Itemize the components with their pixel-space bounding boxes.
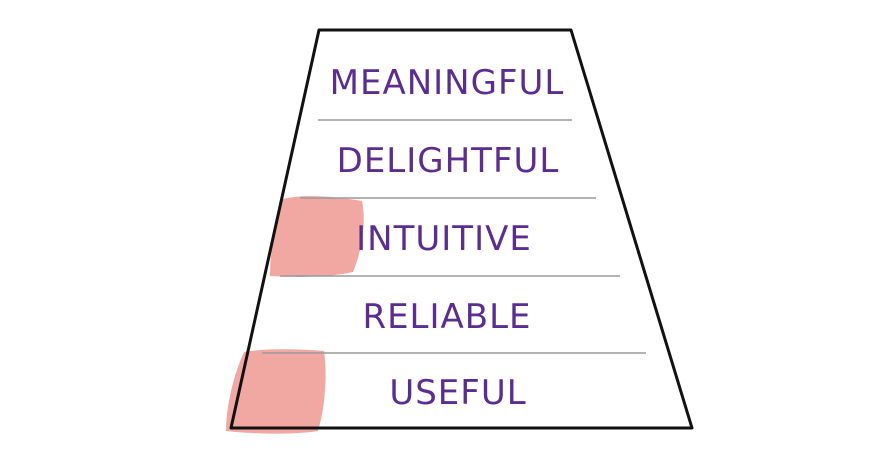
level-label-delightful: DELIGHTFUL [337, 141, 560, 181]
pyramid-outline [229, 28, 694, 430]
highlight-mark-useful [226, 349, 326, 434]
level-label-reliable: RELIABLE [362, 297, 531, 337]
level-label-meaningful: MEANINGFUL [330, 63, 565, 103]
level-label-useful: USEFUL [389, 373, 526, 413]
highlight-mark-intuitive [270, 196, 364, 277]
level-label-intuitive: INTUITIVE [356, 219, 532, 259]
